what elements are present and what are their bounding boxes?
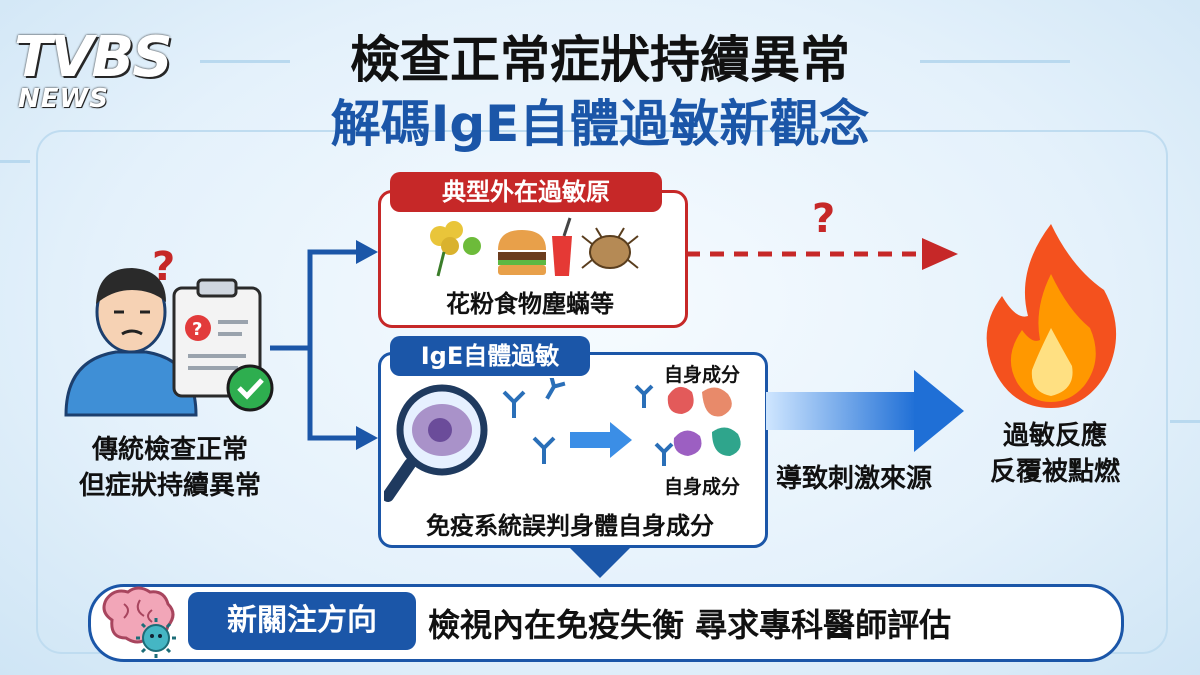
ige-autoallergy-caption: 免疫系統誤判身體自身成分	[426, 512, 714, 540]
cause-arrow	[766, 370, 964, 452]
arrow-head-icon	[356, 240, 378, 264]
patient-label-line1: 傳統檢查正常	[91, 435, 248, 465]
patient-label: 傳統檢查正常 但症狀持續異常	[40, 432, 300, 504]
self-component-illustration	[634, 384, 741, 466]
drink-icon	[552, 217, 572, 276]
patient-label-line2: 但症狀持續異常	[78, 471, 261, 501]
dust-mite-icon	[581, 227, 639, 269]
immune-illustration	[384, 378, 632, 502]
self-component-label-top: 自身成分	[664, 364, 741, 386]
tvbs-news-logo: NEWS	[18, 84, 109, 114]
arrow-head-icon	[922, 238, 958, 270]
self-component-label-bottom: 自身成分	[664, 476, 741, 498]
deco-line	[200, 60, 290, 63]
result-label: 過敏反應 反覆被點燃	[960, 418, 1150, 490]
deco-line	[920, 60, 1070, 63]
check-circle-icon	[226, 364, 274, 412]
footer-tag: 新關注方向	[188, 592, 416, 650]
external-allergen-tag: 典型外在過敏原	[390, 172, 662, 212]
result-label-line2: 反覆被點燃	[989, 457, 1120, 487]
self-protein-icon	[667, 386, 741, 456]
deco-line	[0, 160, 30, 163]
footer-message: 檢視內在免疫失衡 尋求專科醫師評估	[428, 606, 952, 644]
arrow-head-icon	[356, 426, 378, 450]
pollen-icon	[430, 221, 481, 277]
branch-connector	[270, 240, 378, 450]
patient-illustration: ? ?	[64, 244, 274, 417]
question-mark-icon: ?	[812, 196, 836, 242]
page-subtitle: 解碼IgE自體過敏新觀念	[330, 95, 870, 153]
person-icon	[64, 268, 198, 417]
svg-text:?: ?	[192, 319, 202, 340]
external-allergen-caption: 花粉食物塵蟎等	[446, 290, 614, 318]
deco-line	[1170, 420, 1200, 423]
virus-icon	[136, 618, 176, 658]
brain-virus-icon	[102, 586, 176, 658]
page-title: 檢查正常症狀持續異常	[350, 31, 850, 89]
ige-autoallergy-tag: IgE自體過敏	[390, 336, 590, 376]
antibody-icon	[502, 378, 566, 464]
magnifier-icon	[384, 384, 488, 502]
result-label-line1: 過敏反應	[1002, 421, 1107, 451]
down-arrow-icon	[570, 548, 630, 578]
uncertain-path-arrow	[686, 238, 958, 270]
burger-icon	[498, 230, 546, 275]
antibody-icon	[634, 384, 674, 466]
allergen-icons	[430, 217, 639, 277]
flame-icon	[986, 224, 1117, 408]
tvbs-logo: TVBS	[14, 25, 173, 90]
arrow-head-icon	[914, 370, 964, 452]
arrow-right-icon	[570, 422, 632, 458]
cause-label: 導致刺激來源	[776, 464, 933, 494]
